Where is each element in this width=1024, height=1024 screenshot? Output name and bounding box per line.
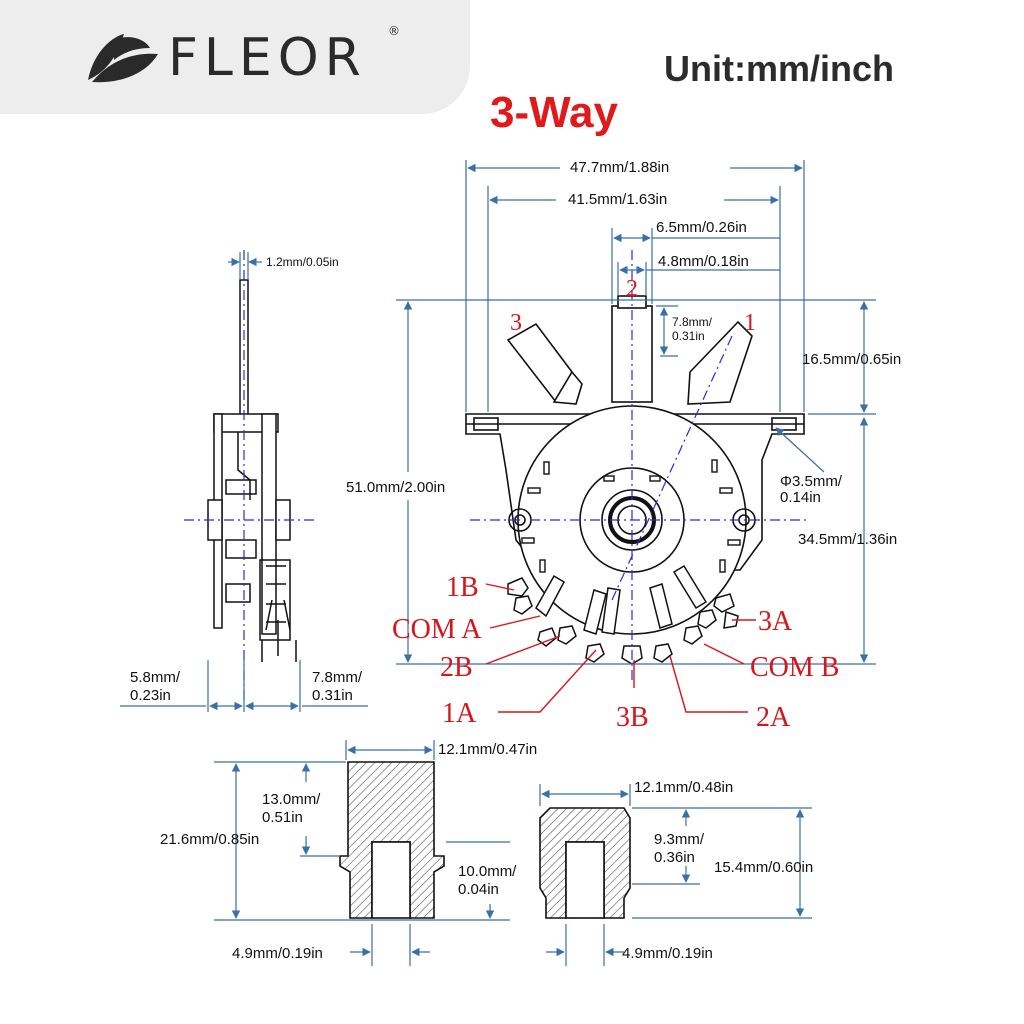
side-dimensions — [120, 252, 368, 712]
dim-side-right-l1: 7.8mm/ — [312, 669, 363, 686]
terminal-3a-label: 3A — [758, 606, 793, 637]
brand-name: FLEOR — [168, 28, 367, 88]
front-dimensions — [396, 160, 876, 665]
side-centerlines — [184, 250, 316, 700]
position-1-label: 1 — [744, 310, 756, 336]
dim-total-height: 51.0mm/2.00in — [346, 479, 445, 496]
dim-lever-upper-l2: 0.31in — [672, 329, 705, 343]
terminal-com-b-label: COM B — [750, 652, 839, 683]
position-2-label: 2 — [626, 276, 638, 302]
dim-knob1-bottom-l2: 0.04in — [458, 881, 499, 898]
dim-knob1-top-l1: 13.0mm/ — [262, 791, 321, 808]
knob-short — [539, 807, 631, 919]
terminal-2b-label: 2B — [440, 652, 473, 683]
terminal-3b-label: 3B — [616, 702, 649, 733]
leaf-logo-icon — [88, 34, 158, 83]
terminal-1a-label: 1A — [442, 698, 477, 729]
dim-knob1-width: 12.1mm/0.47in — [438, 741, 537, 758]
brand-banner — [0, 0, 470, 114]
dim-knob2-top-l2: 0.36in — [654, 849, 695, 866]
dim-knob1-top-l2: 0.51in — [262, 809, 303, 826]
dim-lever-height: 16.5mm/0.65in — [802, 351, 901, 368]
front-view — [465, 295, 805, 665]
dim-lever-base: 6.5mm/0.26in — [656, 219, 747, 236]
dim-knob2-top-l1: 9.3mm/ — [654, 831, 705, 848]
dim-knob2-width: 12.1mm/0.48in — [634, 779, 733, 796]
dim-hole-span: 41.5mm/1.63in — [568, 191, 667, 208]
dim-side-thickness: 1.2mm/0.05in — [266, 255, 339, 269]
terminal-leaders — [485, 583, 756, 713]
terminal-1b-label: 1B — [446, 572, 479, 603]
dim-lever-upper-l1: 7.8mm/ — [672, 315, 713, 329]
dim-knob1-total: 21.6mm/0.85in — [160, 831, 259, 848]
knob-tall-dimensions — [214, 740, 510, 966]
terminal-com-a-label: COM A — [392, 614, 482, 645]
dim-side-left-l2: 0.23in — [130, 687, 171, 704]
position-3-label: 3 — [510, 310, 522, 336]
dim-overall-width: 47.7mm/1.88in — [570, 159, 669, 176]
dim-hole-dia-l2: 0.14in — [780, 489, 821, 506]
side-view — [207, 279, 297, 662]
knob-short-dimensions — [539, 784, 812, 966]
registered-mark: ® — [388, 24, 400, 38]
dim-knob1-hole: 4.9mm/0.19in — [232, 945, 323, 962]
terminal-2a-label: 2A — [756, 702, 791, 733]
dim-side-left-l1: 5.8mm/ — [130, 669, 181, 686]
dim-lever-tip: 4.8mm/0.18in — [658, 253, 749, 270]
page-title: 3-Way — [490, 88, 618, 137]
front-centerlines — [470, 250, 810, 680]
knob-tall — [339, 761, 445, 919]
dim-knob1-bottom-l1: 10.0mm/ — [458, 863, 517, 880]
dim-side-right-l2: 0.31in — [312, 687, 353, 704]
dim-knob2-hole: 4.9mm/0.19in — [622, 945, 713, 962]
dim-hole-dia-l1: Φ3.5mm/ — [780, 473, 843, 490]
dim-knob2-total: 15.4mm/0.60in — [714, 859, 813, 876]
unit-label: Unit:mm/inch — [664, 48, 894, 89]
dim-body-height: 34.5mm/1.36in — [798, 531, 897, 548]
